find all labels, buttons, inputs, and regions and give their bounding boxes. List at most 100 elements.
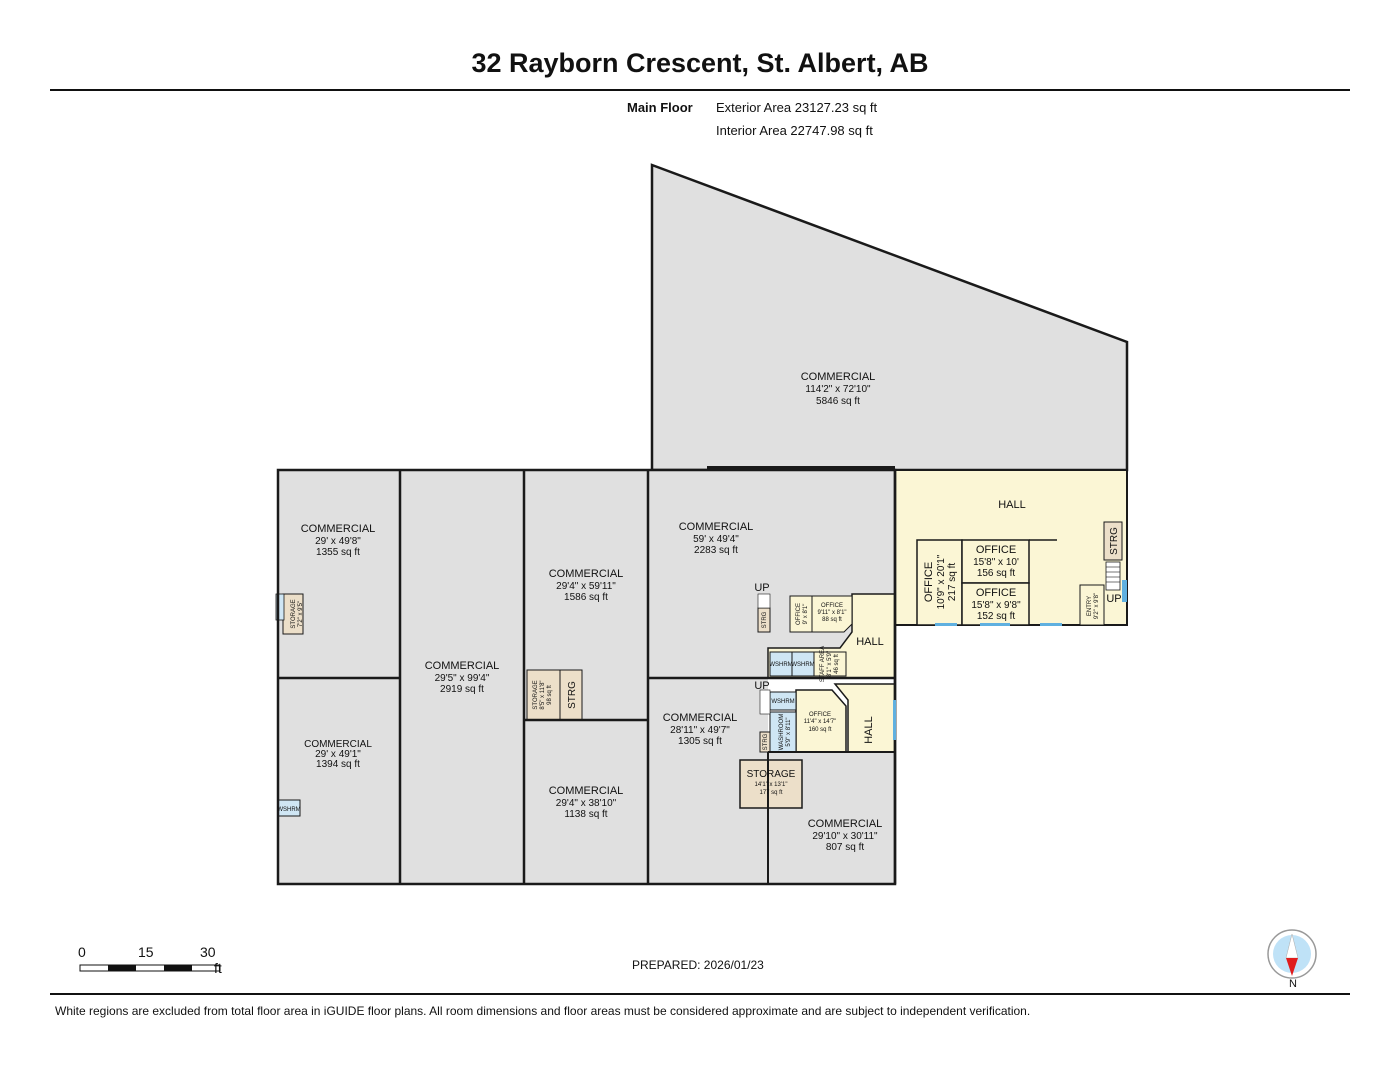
office-b-dims: 15'8" x 10': [973, 557, 1019, 568]
svg-text:2283 sq ft: 2283 sq ft: [694, 545, 738, 556]
storage-small-dims: 8'5" x 11'8": [540, 680, 546, 709]
c6-dims: 59' x 49'4": [693, 534, 739, 545]
c2-area: 1394 sq ft: [316, 759, 360, 770]
office-a-area: 217 sq ft: [947, 563, 958, 602]
svg-text:COMMERCIAL: COMMERCIAL: [801, 371, 876, 383]
wshrm-a-label: WSHRM: [769, 662, 792, 668]
scale-bar: [79, 964, 221, 972]
svg-text:WSHRM: WSHRM: [277, 807, 300, 813]
strg-small-name: STRG: [567, 681, 578, 709]
svg-text:STORAGE: STORAGE: [533, 680, 539, 709]
svg-text:COMMERCIAL: COMMERCIAL: [549, 568, 624, 580]
big-commercial-dims: 114'2" x 72'10": [805, 384, 871, 395]
c1-dims: 29' x 49'8": [315, 536, 361, 547]
svg-text:1305 sq ft: 1305 sq ft: [678, 736, 722, 747]
svg-text:1586 sq ft: 1586 sq ft: [564, 592, 608, 603]
room-washroom-left: [275, 593, 285, 621]
room-storage-mid: [739, 759, 803, 809]
svg-text:STRG: STRG: [1109, 527, 1120, 555]
svg-text:11'4" x 14'7": 11'4" x 14'7": [804, 719, 836, 725]
room-strg-mid2: [759, 731, 771, 753]
svg-text:29'4" x 59'11": 29'4" x 59'11": [556, 581, 616, 592]
hall-main-name: HALL: [998, 499, 1026, 511]
c1-name: COMMERCIAL: [301, 523, 376, 535]
storage-left-dims: 7'2" x 9'5": [298, 601, 304, 627]
svg-text:HALL: HALL: [863, 716, 875, 744]
page-title: 32 Rayborn Crescent, St. Albert, AB: [471, 48, 929, 78]
svg-text:10'9" x 20'1": 10'9" x 20'1": [936, 554, 947, 609]
office-d-name: OFFICE: [821, 603, 843, 609]
svg-text:1394 sq ft: 1394 sq ft: [316, 759, 360, 770]
interior-area: Interior Area 22747.98 sq ft: [716, 123, 873, 138]
up-mid1-label: UP: [754, 582, 769, 594]
hall-mid2-name: HALL: [863, 716, 875, 744]
svg-text:UP: UP: [754, 680, 769, 692]
storage-small-name: STORAGE: [533, 680, 539, 709]
up-mid2-label: UP: [754, 680, 769, 692]
scale-label-0: 0: [78, 944, 86, 960]
storage-left-name: STORAGE: [291, 599, 297, 628]
room-entry: [1079, 584, 1105, 626]
scale-label-30: 30: [200, 944, 216, 960]
office-c-dims: 15'8" x 9'8": [971, 600, 1021, 611]
wshrm-b-label: WSHRM: [791, 662, 814, 668]
room-c5: [524, 720, 648, 884]
scale-label-15: 15: [138, 944, 154, 960]
storage-mid-dims: 14'1" x 13'1": [755, 782, 788, 788]
office-c-area: 152 sq ft: [977, 611, 1016, 622]
office-f-area: 160 sq ft: [808, 727, 831, 733]
svg-text:46 sq ft: 46 sq ft: [834, 654, 840, 674]
c7-area: 1305 sq ft: [678, 736, 722, 747]
room-big-commercial: [650, 163, 1129, 472]
staff-area-name: STAFF AREA: [820, 646, 826, 682]
walls: [276, 466, 897, 886]
svg-text:2919 sq ft: 2919 sq ft: [440, 684, 484, 695]
svg-text:59' x 49'4": 59' x 49'4": [693, 534, 739, 545]
office-a-dims: 10'9" x 20'1": [936, 554, 947, 609]
c1-area: 1355 sq ft: [316, 547, 360, 558]
svg-text:807 sq ft: 807 sq ft: [826, 842, 865, 853]
room-storage-small: [526, 669, 561, 721]
svg-text:160 sq ft: 160 sq ft: [808, 727, 831, 733]
floor-name: Main Floor: [627, 100, 693, 115]
room-office-d: [811, 595, 853, 633]
svg-text:177 sq ft: 177 sq ft: [759, 790, 782, 796]
storage-mid-area: 177 sq ft: [759, 790, 782, 796]
svg-text:8'1" x 5'9": 8'1" x 5'9": [827, 651, 833, 677]
wshrm-mid-label: WSHRM: [771, 699, 794, 705]
entry-dims: 9'2" x 9'8": [1094, 593, 1100, 619]
svg-text:29'5" x 99'4": 29'5" x 99'4": [435, 673, 490, 684]
storage-small-area: 98 sq ft: [547, 685, 553, 705]
office-b-area: 156 sq ft: [977, 568, 1016, 579]
disclaimer: White regions are excluded from total fl…: [55, 1004, 1031, 1018]
room-strg-right: [1103, 521, 1123, 561]
svg-text:114'2" x 72'10": 114'2" x 72'10": [805, 384, 871, 395]
svg-text:WSHRM: WSHRM: [791, 662, 814, 668]
room-c2: [278, 678, 400, 884]
washroom-name: WASHROOM: [779, 714, 785, 750]
c6-name: COMMERCIAL: [679, 521, 754, 533]
room-c1: [278, 470, 400, 678]
svg-text:WSHRM: WSHRM: [769, 662, 792, 668]
svg-text:29' x 49'1": 29' x 49'1": [315, 749, 361, 760]
c5-dims: 29'4" x 38'10": [556, 798, 617, 809]
svg-text:COMMERCIAL: COMMERCIAL: [663, 712, 738, 724]
c3-dims: 29'5" x 99'4": [435, 673, 490, 684]
svg-text:9'2" x 9'8": 9'2" x 9'8": [1094, 593, 1100, 619]
svg-text:STORAGE: STORAGE: [291, 599, 297, 628]
compass-north-label: N: [1289, 978, 1297, 990]
svg-text:156 sq ft: 156 sq ft: [977, 568, 1016, 579]
svg-text:7'2" x 9'5": 7'2" x 9'5": [298, 601, 304, 627]
svg-text:COMMERCIAL: COMMERCIAL: [304, 739, 372, 750]
svg-text:STRG: STRG: [567, 681, 578, 709]
svg-text:15'8" x 10': 15'8" x 10': [973, 557, 1019, 568]
windows: [893, 623, 1062, 740]
svg-text:COMMERCIAL: COMMERCIAL: [301, 523, 376, 535]
staff-area-dims: 8'1" x 5'9": [827, 651, 833, 677]
svg-text:STRG: STRG: [762, 611, 768, 628]
office-d-dims: 9'11" x 8'1": [817, 610, 846, 616]
office-e-dims: 9' x 8'1": [803, 604, 809, 625]
c8-name: COMMERCIAL: [808, 818, 883, 830]
wshrm-left-label: WSHRM: [277, 807, 300, 813]
